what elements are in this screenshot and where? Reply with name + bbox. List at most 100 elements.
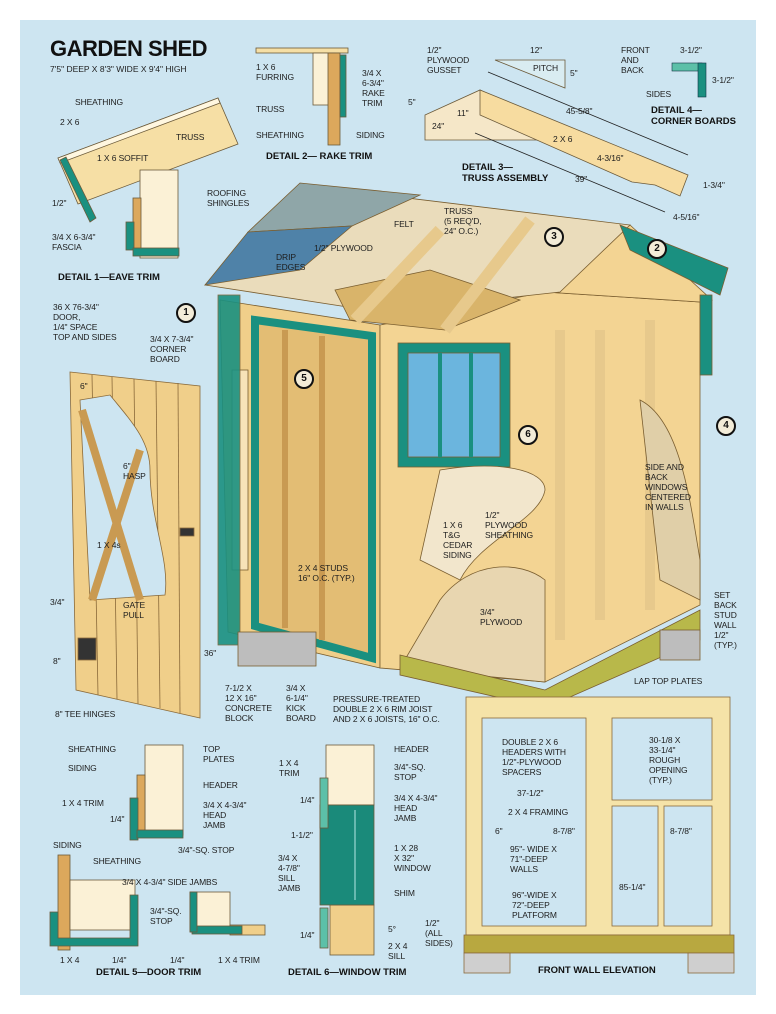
detail2-drawing [255, 47, 349, 146]
label: DRIP EDGES [276, 252, 306, 272]
label: 1 X 4 TRIM [62, 798, 104, 808]
label: 3/4 X 6-3/4" FASCIA [52, 232, 96, 252]
label: 2 X 4 FRAMING [508, 807, 569, 817]
detail5-caption: DETAIL 5—DOOR TRIM [96, 967, 202, 978]
label: 1-1/2" [291, 830, 313, 840]
detail3-caption: DETAIL 3— TRUSS ASSEMBLY [462, 162, 549, 184]
label: 1/2" PLYWOOD GUSSET [427, 45, 470, 75]
callout-2: 2 [647, 239, 667, 259]
label: 4-5/16" [673, 212, 700, 222]
label: 8-7/8" [670, 826, 692, 836]
label: 1/4" [112, 955, 127, 965]
label: 36 X 76-3/4" DOOR, 1/4" SPACE TOP AND SI… [53, 302, 117, 342]
label: SHEATHING [256, 130, 305, 140]
label: 1 X 6 T&G CEDAR SIDING [443, 520, 473, 560]
detail4-caption: DETAIL 4— CORNER BOARDS [651, 105, 736, 127]
label: 1 X 4 [60, 955, 80, 965]
label: LAP TOP PLATES [634, 676, 703, 686]
callout-3: 3 [544, 227, 564, 247]
label: PITCH [533, 63, 559, 73]
label: 7-1/2 X 12 X 16" CONCRETE BLOCK [225, 683, 272, 723]
label: 1 X 4 TRIM [279, 758, 300, 778]
label: 85-1/4" [619, 882, 646, 892]
label: TRUSS [256, 104, 285, 114]
label: 3/4 X 6-1/4" KICK BOARD [286, 683, 316, 723]
label: 96"-WIDE X 72"-DEEP PLATFORM [512, 890, 557, 920]
detail4-drawing [671, 62, 707, 98]
label: 1/2" PLYWOOD [314, 243, 373, 253]
label: 39" [575, 174, 588, 184]
shed-main-drawing [204, 182, 729, 709]
label: SHEATHING [75, 97, 124, 107]
label: 3/4 X 4-3/4" HEAD JAMB [394, 793, 438, 823]
label: 3/4 X 7-3/4" CORNER BOARD [150, 334, 194, 364]
detail2-caption: DETAIL 2— RAKE TRIM [266, 151, 373, 162]
label: 3/4 X 4-7/8" SILL JAMB [278, 853, 301, 893]
label: 2 X 4 SILL [388, 941, 408, 961]
page-title: GARDEN SHED [50, 36, 208, 61]
label: 2 X 6 [553, 134, 573, 144]
label: 5" [570, 68, 578, 78]
label: 1 X 4s [97, 540, 121, 550]
label: 36" [204, 648, 217, 658]
label: 1/4" [300, 795, 315, 805]
label: DOUBLE 2 X 6 HEADERS WITH 1/2"-PLYWOOD S… [502, 737, 566, 777]
label: 1 X 6 SOFFIT [97, 153, 149, 163]
label: SIDES [646, 89, 672, 99]
label: 1/4" [170, 955, 185, 965]
label: 30-1/8 X 33-1/4" ROUGH OPENING (TYP.) [649, 735, 688, 785]
label: 3/4 X 6-3/4" RAKE TRIM [362, 68, 385, 108]
label: TRUSS (5 REQ'D, 24" O.C.) [444, 206, 482, 236]
label: 5° [388, 924, 396, 934]
label: 3-1/2" [712, 75, 734, 85]
label: 3/4 X 4-3/4" SIDE JAMBS [122, 877, 218, 887]
label: 3/4"-SQ. STOP [394, 762, 426, 782]
label: SIDING [53, 840, 82, 850]
callout-1: 1 [176, 303, 196, 323]
callout-4: 4 [716, 416, 736, 436]
label: 6" [495, 826, 503, 836]
label: GATE PULL [123, 600, 146, 620]
label: SIDING [356, 130, 385, 140]
label: 3/4"-SQ. STOP [178, 845, 235, 855]
label: 1/2" [52, 198, 67, 208]
label: 3/4 X 4-3/4" HEAD JAMB [203, 800, 247, 830]
detail6-drawing [319, 744, 375, 956]
label: FELT [394, 219, 414, 229]
label: 12" [530, 45, 543, 55]
label: 24" [432, 121, 445, 131]
label: 2 X 6 [60, 117, 80, 127]
label: 5" [408, 97, 416, 107]
detail1-drawing [57, 97, 239, 259]
label: SHEATHING [68, 744, 117, 754]
detail3-truss-drawing [424, 59, 689, 213]
label: 11" [457, 108, 469, 118]
label: 4-3/16" [597, 153, 624, 163]
label: 45-5/8" [566, 106, 593, 116]
detail6-caption: DETAIL 6—WINDOW TRIM [288, 967, 407, 978]
label: 1-3/4" [703, 180, 725, 190]
label: 37-1/2" [517, 788, 544, 798]
label: 1/4" [300, 930, 315, 940]
label: PRESSURE-TREATED DOUBLE 2 X 6 RIM JOIST … [333, 694, 440, 724]
door-drawing [69, 371, 201, 719]
label: HEADER [203, 780, 238, 790]
label: 1 X 28 X 32" WINDOW [394, 843, 431, 873]
page-subtitle: 7'5" DEEP X 8'3" WIDE X 9'4" HIGH [50, 64, 187, 74]
callout-6: 6 [518, 425, 538, 445]
front-wall-caption: FRONT WALL ELEVATION [538, 965, 656, 976]
label: 6" [80, 381, 88, 391]
label: 6" HASP [123, 461, 146, 481]
label: HEADER [394, 744, 429, 754]
label: 1/4" [110, 814, 125, 824]
label: 1 X 4 TRIM [218, 955, 260, 965]
label: SHIM [394, 888, 415, 898]
detail5-drawing [49, 744, 266, 951]
label: SHEATHING [93, 856, 142, 866]
label: 2 X 4 STUDS 16" O.C. (TYP.) [298, 563, 355, 583]
label: SIDE AND BACK WINDOWS CENTERED IN WALLS [645, 462, 691, 512]
label: 1/2" (ALL SIDES) [425, 918, 453, 948]
label: 1 X 6 FURRING [256, 62, 295, 82]
label: FRONT AND BACK [621, 45, 650, 75]
